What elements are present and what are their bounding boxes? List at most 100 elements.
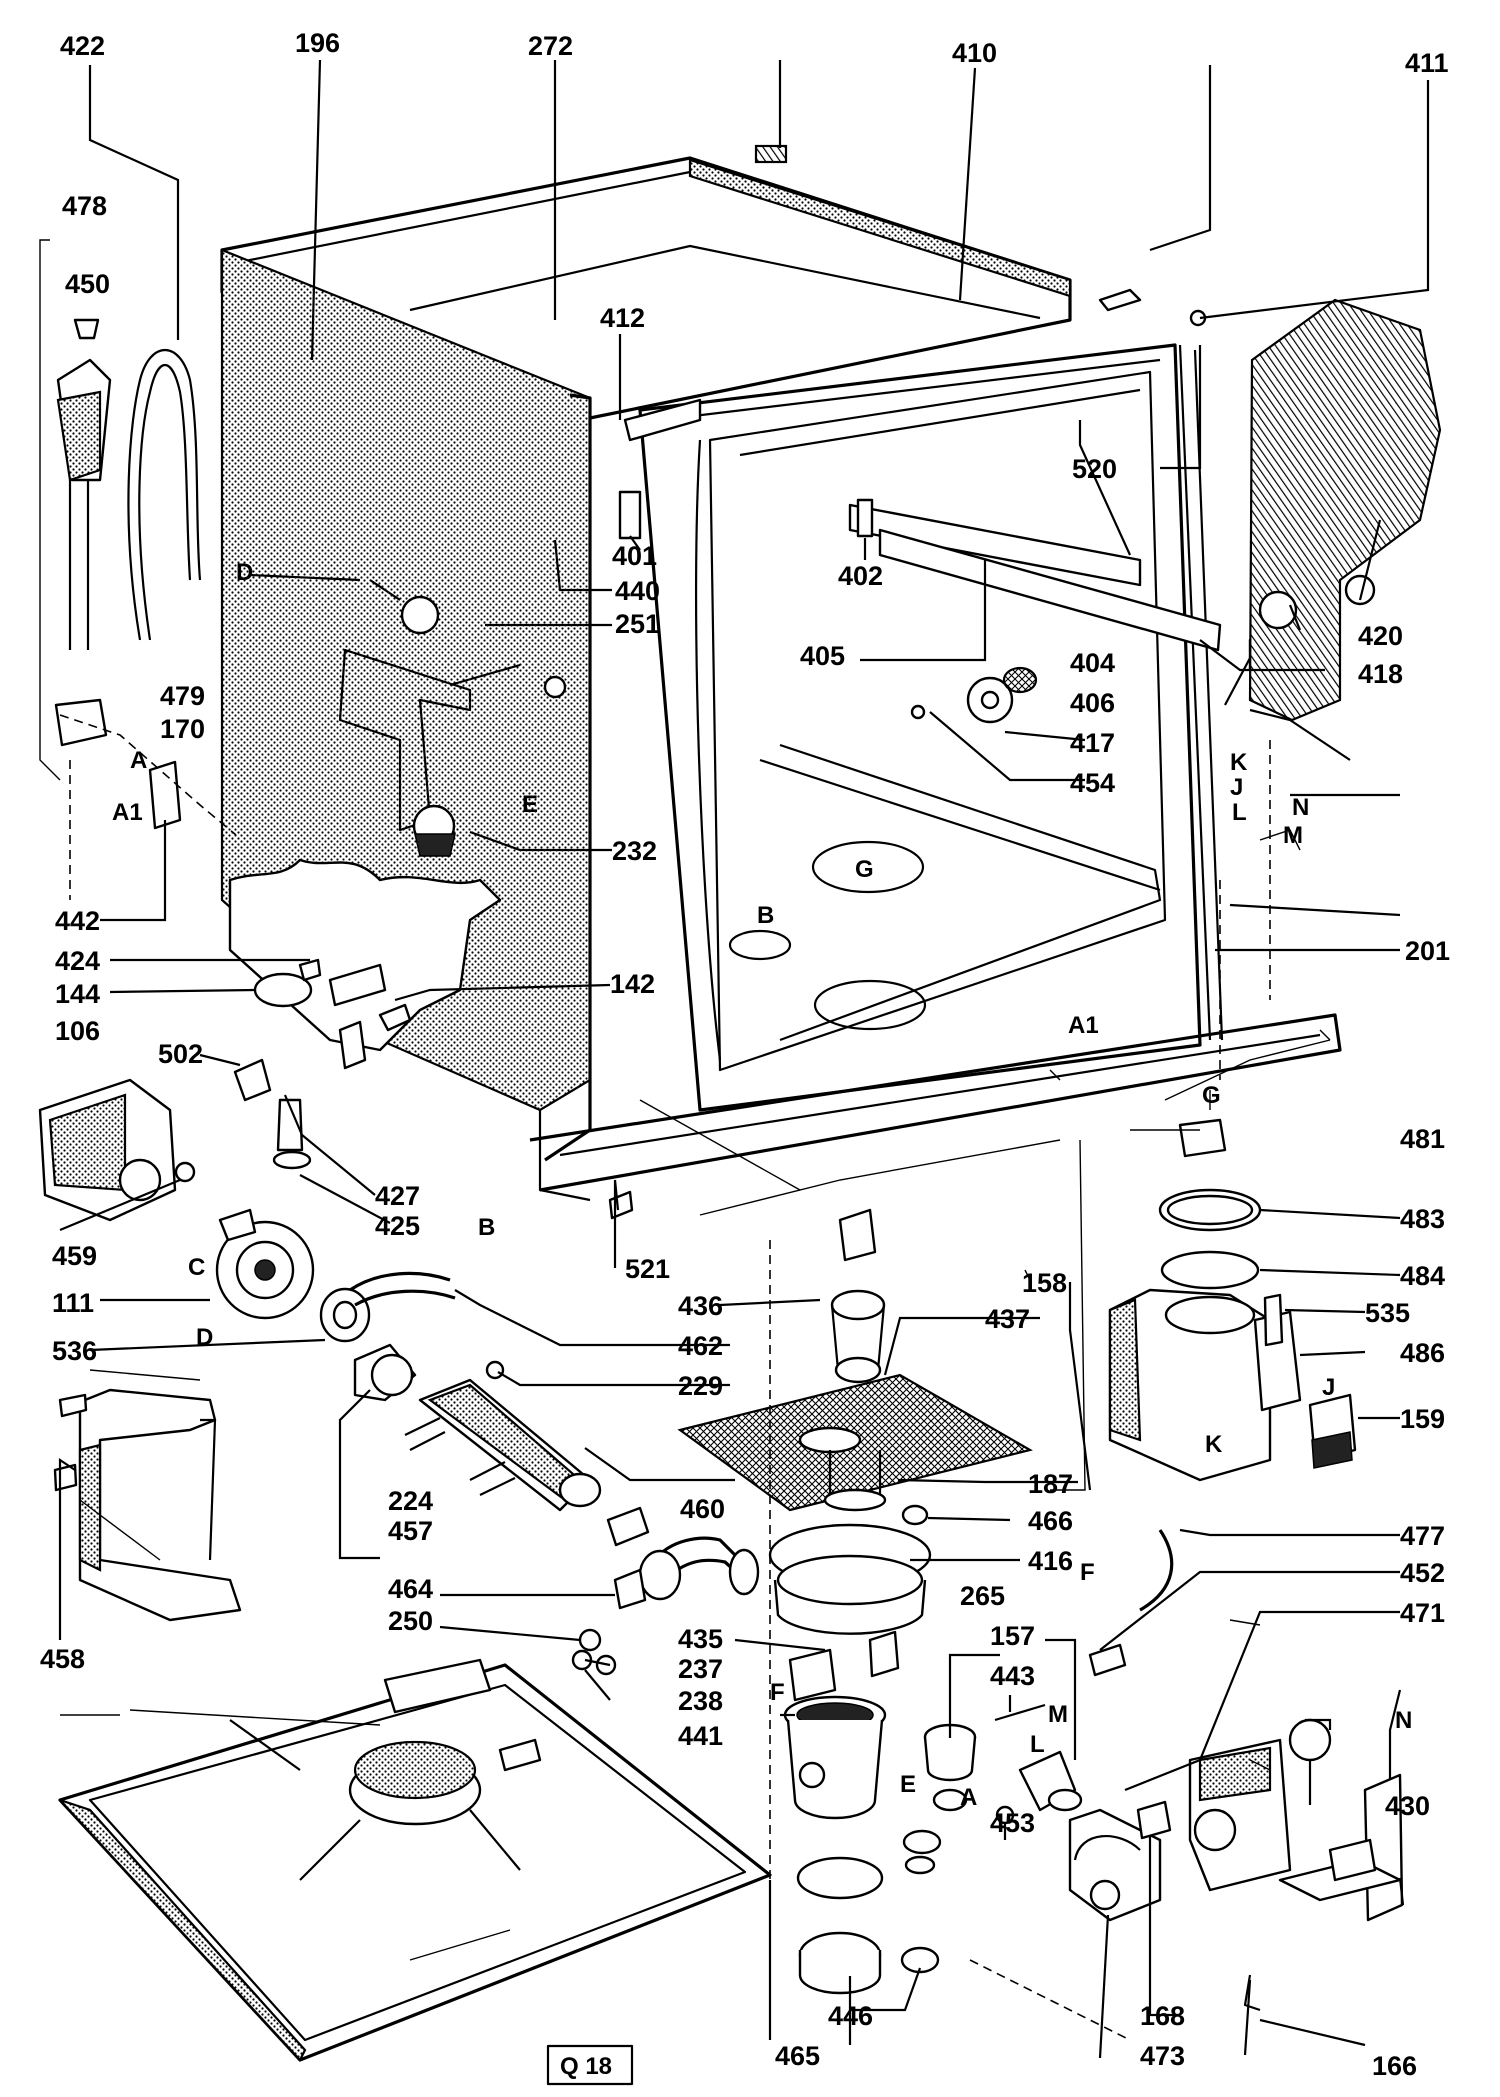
letter-a1-base: A1 (1068, 1012, 1099, 1039)
letter-j-panel: J (1230, 774, 1243, 801)
label-168: 168 (1140, 2001, 1185, 2031)
label-106: 106 (55, 1016, 100, 1046)
label-502: 502 (158, 1039, 203, 1069)
label-443: 443 (990, 1661, 1035, 1691)
label-418: 418 (1358, 659, 1403, 689)
label-411: 411 (1405, 48, 1449, 78)
label-144: 144 (55, 979, 100, 1009)
letter-l-valve: L (1030, 1731, 1045, 1758)
letter-c-pump: C (188, 1254, 205, 1281)
plate-number: Q 18 (560, 2053, 612, 2080)
label-224: 224 (388, 1486, 433, 1516)
leader-lines (58, 59, 1430, 2059)
letter-b-hose: B (478, 1214, 495, 1241)
label-452: 452 (1400, 1558, 1445, 1588)
connection-lines (59, 714, 1331, 1961)
plate-number-box: Q 18 (546, 2044, 634, 2086)
base-tray (58, 1658, 772, 2062)
letter-k-softener: K (1205, 1431, 1223, 1458)
label-159: 159 (1400, 1404, 1445, 1434)
heater-assembly (353, 1343, 602, 1512)
label-477: 477 (1400, 1521, 1445, 1551)
label-478: 478 (62, 191, 107, 221)
letter-e-valve: E (900, 1771, 916, 1798)
label-442: 442 (55, 906, 100, 936)
label-440: 440 (615, 576, 660, 606)
label-536: 536 (52, 1336, 97, 1366)
label-479: 479 (160, 681, 205, 711)
label-237: 237 (678, 1654, 723, 1684)
letter-a1-left: A1 (112, 799, 143, 826)
label-416: 416 (1028, 1546, 1073, 1576)
letter-n-panel: N (1292, 794, 1309, 821)
label-420: 420 (1358, 621, 1403, 651)
label-410: 410 (952, 38, 997, 68)
label-446: 446 (828, 2001, 873, 2031)
left-side-internal-parts (233, 573, 634, 1220)
label-535: 535 (1365, 1298, 1410, 1328)
label-196: 196 (295, 28, 340, 58)
label-460: 460 (680, 1494, 725, 1524)
letter-m-panel: M (1283, 822, 1303, 849)
label-405: 405 (800, 641, 845, 671)
label-430: 430 (1385, 1791, 1430, 1821)
label-464: 464 (388, 1574, 433, 1604)
label-483: 483 (1400, 1204, 1445, 1234)
label-441: 441 (678, 1721, 723, 1751)
label-250: 250 (388, 1606, 433, 1636)
door-hinge-bracket (53, 1388, 242, 1622)
label-142: 142 (610, 969, 655, 999)
label-465: 465 (775, 2041, 820, 2071)
letter-g-cap: G (1202, 1082, 1221, 1109)
letter-k-panel: K (1230, 749, 1248, 776)
door-inner-panel (1248, 298, 1442, 761)
part-labels: 422 196 272 410 411 478 450 412 520 420 … (40, 28, 1450, 2081)
label-437: 437 (985, 1304, 1030, 1334)
letter-a-left: A (130, 747, 147, 774)
label-404: 404 (1070, 648, 1115, 678)
label-111: 111 (52, 1288, 94, 1318)
label-486: 486 (1400, 1338, 1445, 1368)
label-435: 435 (678, 1624, 723, 1654)
label-454: 454 (1070, 768, 1115, 798)
label-466: 466 (1028, 1506, 1073, 1536)
label-450: 450 (65, 269, 110, 299)
letter-n-sensor: N (1395, 1707, 1412, 1734)
label-187: 187 (1028, 1469, 1073, 1499)
label-170: 170 (160, 714, 205, 744)
tub-assembly (618, 144, 1264, 1112)
letter-d-pump: D (196, 1324, 213, 1351)
label-158: 158 (1022, 1268, 1067, 1298)
label-412: 412 (600, 303, 645, 333)
label-520: 520 (1072, 454, 1117, 484)
label-462: 462 (678, 1331, 723, 1361)
label-272: 272 (528, 31, 573, 61)
label-166: 166 (1372, 2051, 1417, 2081)
label-201: 201 (1405, 936, 1450, 966)
label-471: 471 (1400, 1598, 1445, 1628)
letter-f-sump: F (770, 1679, 785, 1706)
label-425: 425 (375, 1211, 420, 1241)
label-417: 417 (1070, 728, 1115, 758)
label-402: 402 (838, 561, 883, 591)
label-232: 232 (612, 836, 657, 866)
label-229: 229 (678, 1371, 723, 1401)
label-422: 422 (60, 31, 105, 61)
letter-m-valve: M (1048, 1701, 1068, 1728)
label-157: 157 (990, 1621, 1035, 1651)
filter-sump-assembly (677, 1208, 1131, 2041)
letter-a-valve: A (960, 1784, 977, 1811)
label-459: 459 (52, 1241, 97, 1271)
motor-pump-assembly (38, 1078, 456, 1343)
letter-b-tub: B (757, 902, 774, 929)
softener-and-drain-pump (1047, 1118, 1404, 2012)
connection-letters: D A A1 E B G B A1 G C D F F J K K J L N … (112, 559, 1412, 1811)
water-inlet-hoses (39, 239, 202, 830)
label-521: 521 (625, 1254, 670, 1284)
label-453: 453 (990, 1808, 1035, 1838)
label-424: 424 (55, 946, 100, 976)
label-238: 238 (678, 1686, 723, 1716)
label-457: 457 (388, 1516, 433, 1546)
label-473: 473 (1140, 2041, 1185, 2071)
